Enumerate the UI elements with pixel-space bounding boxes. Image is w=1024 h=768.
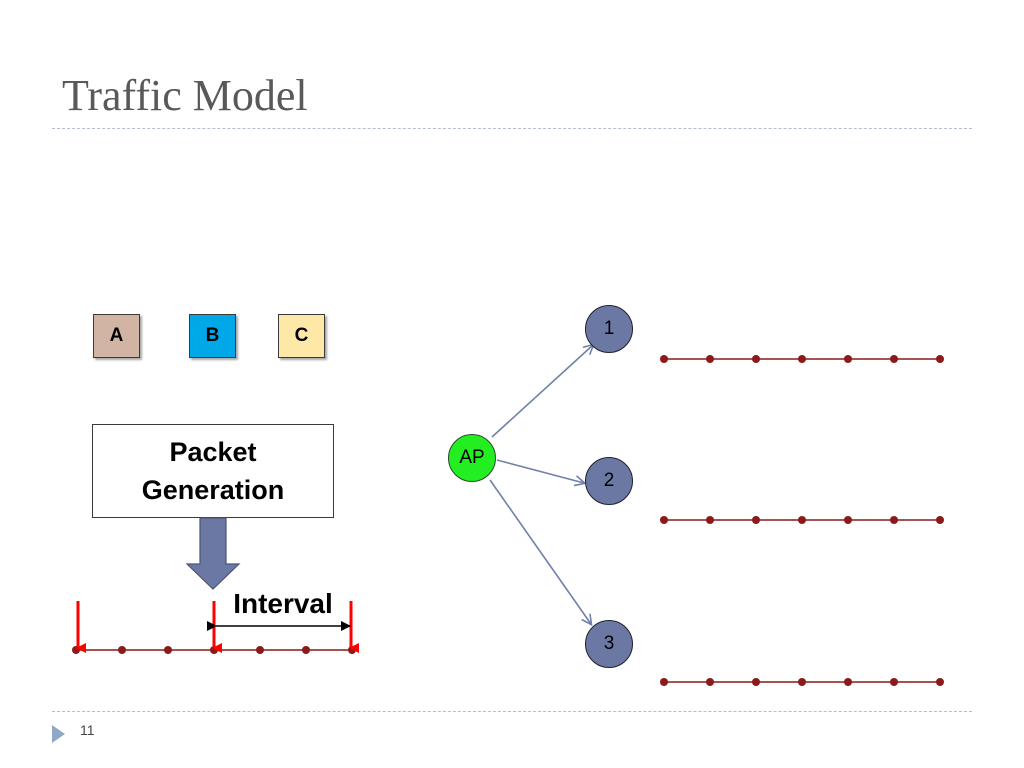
type-box-c-label: C	[294, 325, 309, 346]
timeline-slot-dot	[660, 678, 668, 686]
timeline-slot-dot	[890, 355, 898, 363]
timeline-slot-dot	[752, 355, 760, 363]
access-point-label: AP	[459, 447, 485, 468]
timeline-slot-dot	[660, 516, 668, 524]
timeline-slot-dot	[164, 646, 172, 654]
timeline-slot-dot	[798, 678, 806, 686]
timeline-slot-dot	[706, 516, 714, 524]
timeline-slot-dot	[890, 516, 898, 524]
packet-generation-line1: Packet	[169, 437, 257, 467]
packet-generation-box: Packet Generation	[92, 424, 334, 518]
timeline-slot-dot	[936, 355, 944, 363]
title-divider	[52, 128, 972, 129]
timeline-slot-dot	[752, 678, 760, 686]
packet-generation-line2: Generation	[141, 475, 285, 505]
timeline-slot-dot	[118, 646, 126, 654]
station-node-1-label: 1	[603, 318, 615, 339]
station-node-1: 1	[585, 305, 633, 353]
timeline-slot-dot	[844, 678, 852, 686]
type-box-c: C	[278, 314, 325, 358]
type-box-b: B	[189, 314, 236, 358]
station-3-timeline	[660, 678, 944, 686]
interval-label: Interval	[233, 588, 333, 619]
station-1-timeline	[660, 355, 944, 363]
edge-ap-to-1	[491, 345, 593, 438]
type-box-a: A	[93, 314, 140, 358]
timeline-slot-dot	[844, 355, 852, 363]
type-box-a-label: A	[109, 325, 124, 346]
timeline-slot-dot	[706, 678, 714, 686]
station-node-2: 2	[585, 457, 633, 505]
type-box-b-label: B	[205, 325, 220, 346]
edge-ap-to-3	[489, 479, 591, 624]
station-node-3-label: 3	[603, 633, 615, 654]
timeline-slot-dot	[752, 516, 760, 524]
station-node-2-label: 2	[603, 470, 615, 491]
timeline-slot-dot	[936, 516, 944, 524]
station-node-3: 3	[585, 620, 633, 668]
timeline-slot-dot	[256, 646, 264, 654]
timeline-slot-dot	[302, 646, 310, 654]
timeline-slot-dot	[798, 516, 806, 524]
timeline-slot-dot	[798, 355, 806, 363]
footer-triangle-icon	[52, 725, 65, 743]
slide-title: Traffic Model	[62, 71, 308, 120]
page-number: 11	[80, 722, 95, 738]
timeline-slot-dot	[706, 355, 714, 363]
access-point-node: AP	[448, 434, 496, 482]
timeline-slot-dot	[890, 678, 898, 686]
footer-divider	[52, 711, 972, 712]
timeline-slot-dot	[936, 678, 944, 686]
timeline-slot-dot	[660, 355, 668, 363]
station-2-timeline	[660, 516, 944, 524]
edge-ap-to-2	[496, 459, 584, 483]
timeline-slot-dot	[844, 516, 852, 524]
generation-down-arrow	[185, 517, 241, 590]
